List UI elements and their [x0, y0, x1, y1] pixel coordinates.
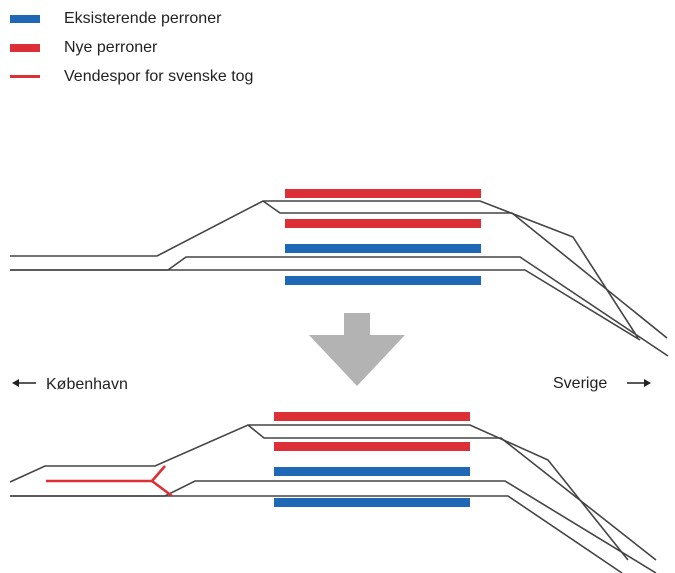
track-line — [10, 269, 641, 341]
legend-label: Nye perroner — [64, 39, 158, 56]
track-lines — [9, 424, 657, 573]
direction-left: København — [12, 376, 128, 393]
direction-label-right: Sverige — [553, 375, 607, 392]
down-arrow-shape — [309, 313, 405, 386]
legend-label: Vendespor for svenske tog — [64, 68, 254, 85]
track-line — [10, 480, 657, 573]
new-platform-swatch — [10, 44, 40, 52]
legend-label: Eksisterende perroner — [64, 10, 222, 27]
turnback-track-switch — [151, 479, 173, 498]
track-line — [247, 424, 657, 561]
turnback-track-swatch — [10, 75, 40, 78]
transition-arrow-icon — [309, 313, 405, 386]
direction-right: Sverige — [553, 375, 651, 392]
existing-platform-swatch — [10, 15, 40, 23]
turnback-track-switch — [151, 465, 166, 482]
current-layout-panel — [10, 189, 669, 357]
direction-label-left: København — [46, 376, 128, 393]
track-line — [10, 200, 639, 339]
planned-layout-panel — [9, 412, 657, 573]
platforms — [285, 189, 481, 285]
track-line — [262, 200, 668, 339]
existing-platform — [285, 244, 481, 253]
new-platform — [274, 412, 470, 421]
existing-platform — [274, 498, 470, 507]
existing-platform — [274, 467, 470, 476]
platforms — [274, 412, 470, 507]
new-platform — [274, 442, 470, 451]
track-lines — [10, 200, 669, 357]
right-arrow-icon — [627, 379, 651, 387]
new-platform — [285, 219, 481, 228]
new-platform — [285, 189, 481, 198]
track-line — [10, 495, 623, 573]
turnback-track — [46, 465, 173, 498]
left-arrow-icon — [12, 379, 36, 387]
existing-platform — [285, 276, 481, 285]
